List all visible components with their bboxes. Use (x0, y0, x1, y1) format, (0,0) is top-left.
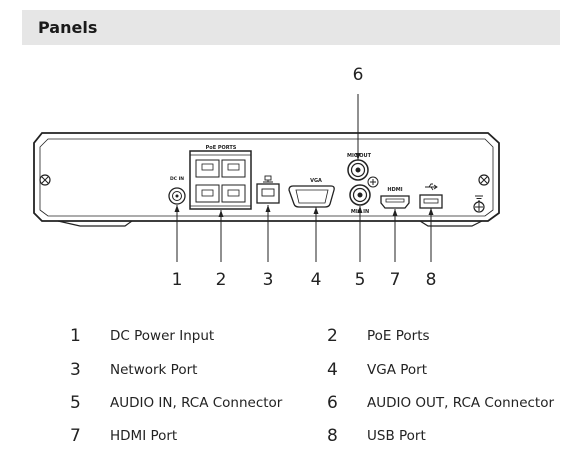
usb-port (419, 194, 443, 209)
hdmi-port (380, 195, 410, 209)
callout-number: 3 (263, 270, 274, 290)
screw-icon (39, 174, 51, 186)
legend-label: HDMI Port (110, 428, 178, 444)
dc-label: DC IN (170, 176, 184, 182)
callout-number: 1 (172, 270, 183, 290)
legend-number: 8 (327, 426, 338, 446)
callout-number: 8 (426, 270, 437, 290)
legend-number: 2 (327, 326, 338, 346)
plus-icon (367, 176, 379, 188)
section-header: Panels (22, 10, 560, 45)
legend-number: 7 (70, 426, 81, 446)
legend-label: VGA Port (367, 362, 427, 378)
legend-number: 5 (70, 393, 81, 413)
legend-number: 3 (70, 360, 81, 380)
poe-header-label: PoE PORTS (206, 145, 237, 151)
callout-lines (176, 94, 432, 262)
callout-number: 7 (390, 270, 401, 290)
legend-label: USB Port (367, 428, 426, 444)
screw-icon (478, 174, 490, 186)
audio-in-rca (349, 184, 371, 206)
hdmi-label: HDMI (387, 187, 402, 193)
callout-number: 2 (216, 270, 227, 290)
callout-arrowheads (174, 153, 434, 217)
usb-icon (425, 183, 438, 191)
network-icon (263, 175, 273, 183)
callout-number: 5 (355, 270, 366, 290)
vga-port (288, 185, 335, 208)
callout-number: 4 (311, 270, 322, 290)
poe-ports (189, 150, 252, 210)
callout-number: 6 (353, 65, 364, 85)
network-port (256, 183, 280, 204)
section-title: Panels (38, 18, 98, 37)
chassis (33, 132, 500, 227)
legend-label: AUDIO OUT, RCA Connector (367, 395, 555, 411)
ground-icon (473, 195, 485, 213)
legend-label: Network Port (110, 362, 198, 378)
legend-number: 4 (327, 360, 338, 380)
legend-number: 6 (327, 393, 338, 413)
legend-label: PoE Ports (367, 328, 430, 344)
legend-label: AUDIO IN, RCA Connector (110, 395, 283, 411)
legend-label: DC Power Input (110, 328, 215, 344)
legend-number: 1 (70, 326, 81, 346)
vga-label: VGA (310, 178, 322, 184)
audio-out-rca (347, 159, 369, 181)
dc-power-port (168, 187, 186, 205)
